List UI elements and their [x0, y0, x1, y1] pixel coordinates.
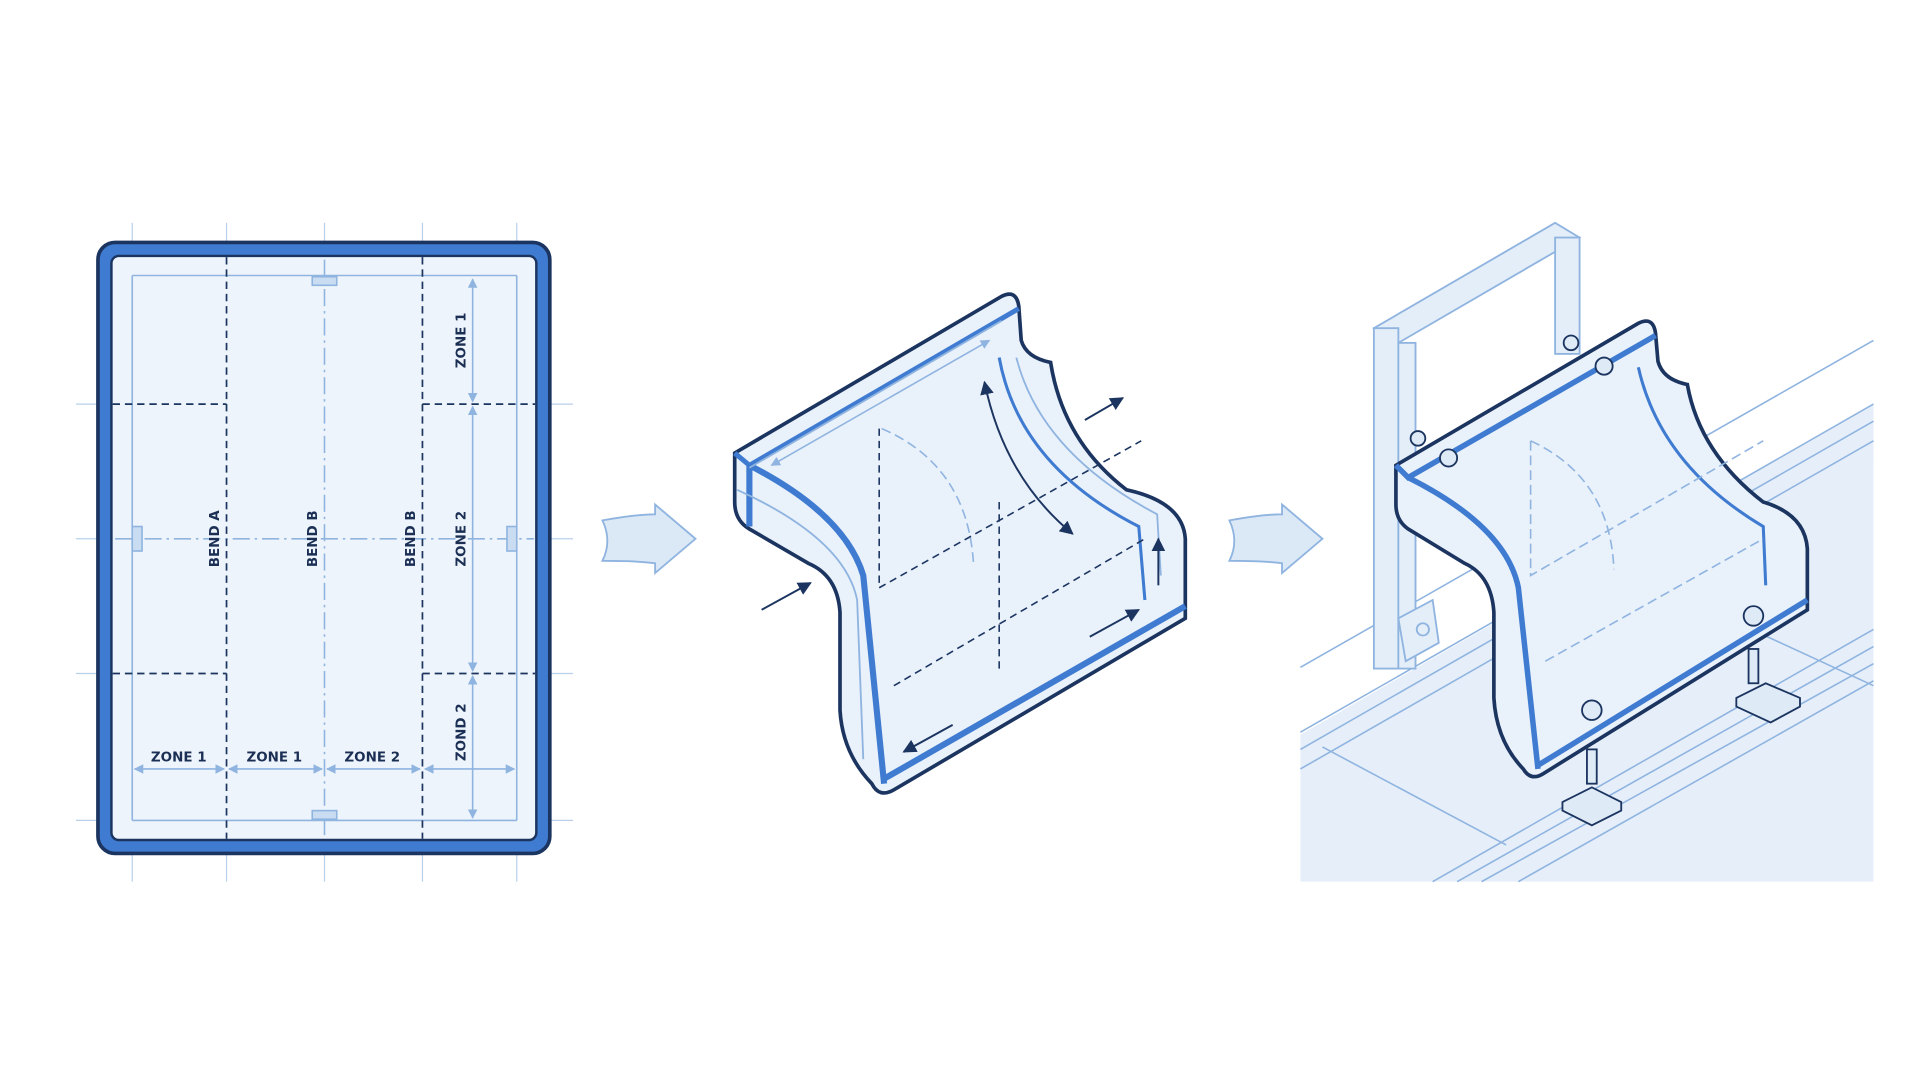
bend-label: BEND A [208, 510, 223, 568]
bend-label: BEND B [306, 510, 321, 567]
mounted-assembly [1300, 221, 1874, 883]
zone-label: ZONE 2 [454, 511, 469, 567]
process-arrow-icon [600, 502, 697, 576]
zone-label: ZONE 1 [151, 751, 207, 766]
zone-label: ZOND 2 [454, 703, 469, 761]
screw-icon [1409, 334, 1801, 827]
flat-pattern-panel: BEND A BEND B BEND B ZONE 1 ZONE 1 ZONE … [75, 222, 574, 882]
zone-label: ZONE 2 [344, 751, 400, 766]
zone-label: ZONE 1 [454, 313, 469, 369]
bend-lines [112, 257, 536, 839]
frame [1372, 221, 1582, 670]
bend-label: BEND B [404, 510, 419, 567]
bent-part [732, 292, 1188, 795]
process-arrow-icon [1227, 502, 1324, 576]
zone-label: ZONE 1 [246, 751, 302, 766]
